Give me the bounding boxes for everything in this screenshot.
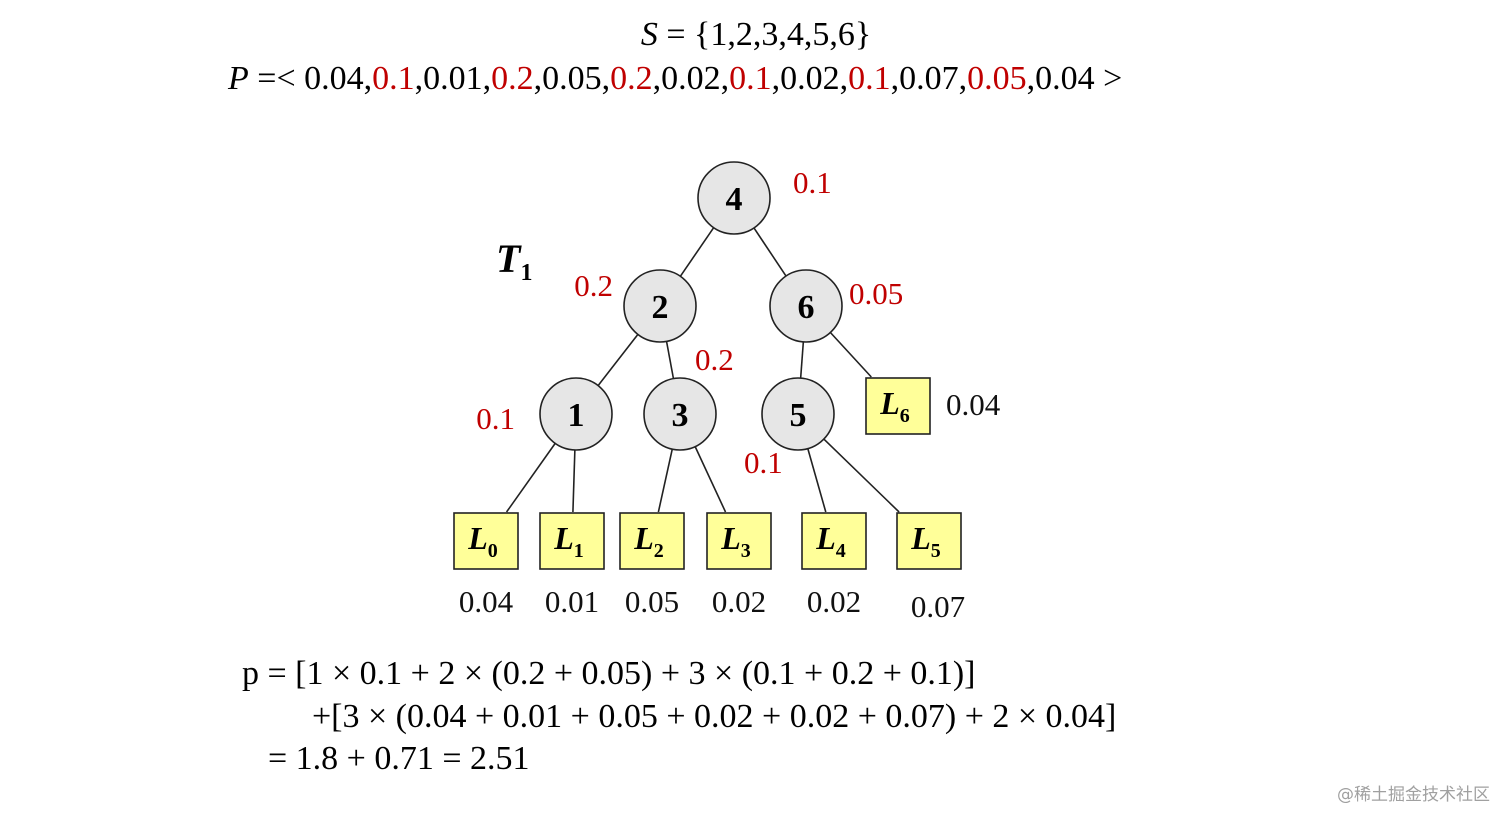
- leaf-1-box: [539, 512, 605, 570]
- node-2-prob: 0.2: [574, 268, 613, 303]
- watermark: @稀土掘金技术社区: [1337, 785, 1490, 805]
- leaf-6-box: [865, 377, 931, 435]
- leaf-4-prob: 0.02: [807, 584, 861, 619]
- tree-edge: [505, 442, 556, 513]
- prob-token: 0.05: [967, 60, 1027, 97]
- prob-token: 0.01: [423, 60, 483, 97]
- tree-edge: [694, 446, 727, 513]
- prob-comma: ,: [771, 60, 781, 97]
- node-5-label: 5: [790, 397, 807, 434]
- tree-edge: [823, 438, 900, 513]
- prob-token: 0.2: [610, 60, 653, 97]
- tree-edge: [665, 341, 675, 379]
- probability-sequence: P =< 0.04,0.1,0.01,0.2,0.05,0.2,0.02,0.1…: [228, 60, 1122, 98]
- formula-line-2: +[3 × (0.04 + 0.01 + 0.05 + 0.02 + 0.02 …: [312, 698, 1117, 735]
- tree-edge: [807, 448, 827, 513]
- tree-edge: [597, 333, 639, 387]
- leaf-0-prob: 0.04: [459, 584, 514, 619]
- leaf-1-prob: 0.01: [545, 584, 599, 619]
- prob-comma: ,: [720, 60, 730, 97]
- formula-line-1: p = [1 × 0.1 + 2 × (0.2 + 0.05) + 3 × (0…: [242, 655, 976, 692]
- prob-comma: ,: [533, 60, 543, 97]
- leaf-1-label: L1: [553, 520, 584, 562]
- node-6-prob: 0.05: [849, 276, 903, 311]
- node-3-label: 3: [672, 397, 689, 434]
- prob-comma: ,: [890, 60, 900, 97]
- node-6-label: 6: [798, 289, 815, 326]
- prob-token: 0.02: [661, 60, 721, 97]
- prob-token: 0.1: [729, 60, 772, 97]
- leaf-6-prob: 0.04: [946, 387, 1001, 422]
- node-2-circle: [623, 269, 697, 343]
- prob-token: 0.1: [848, 60, 891, 97]
- prob-token: 0.05: [542, 60, 602, 97]
- tree-edge: [572, 449, 576, 513]
- prob-variable: P: [228, 60, 249, 97]
- leaf-4-label: L4: [815, 520, 846, 562]
- node-4-circle: [697, 161, 771, 235]
- set-definition: S = {1,2,3,4,5,6}: [0, 16, 1512, 54]
- leaf-0-label: L0: [467, 520, 498, 562]
- node-3-circle: [643, 377, 717, 451]
- prob-token: 0.07: [899, 60, 959, 97]
- prob-comma: ,: [958, 60, 968, 97]
- node-3-prob: 0.2: [695, 342, 734, 377]
- leaf-6-label: L6: [879, 385, 910, 427]
- leaf-5-box: [896, 512, 962, 570]
- leaf-2-prob: 0.05: [625, 584, 679, 619]
- tree-edge: [799, 341, 805, 379]
- leaf-4-box: [801, 512, 867, 570]
- prob-comma: ,: [601, 60, 611, 97]
- formula-line-3: = 1.8 + 0.71 = 2.51: [268, 740, 530, 777]
- node-1-prob: 0.1: [476, 401, 515, 436]
- prob-token: 0.04: [1035, 60, 1095, 97]
- leaf-3-label: L3: [720, 520, 751, 562]
- node-2-label: 2: [652, 289, 669, 326]
- prob-open: =<: [248, 60, 305, 97]
- tree-title: T1: [496, 236, 532, 286]
- set-variable: S: [640, 16, 658, 53]
- prob-token: 0.1: [372, 60, 415, 97]
- leaf-3-prob: 0.02: [712, 584, 766, 619]
- prob-token: 0.2: [491, 60, 534, 97]
- node-1-label: 1: [568, 397, 585, 434]
- tree-nodes: 4 2 6 1 3 5L0 L1 L2 L3 L4 L5 L6: [453, 161, 962, 570]
- tree-edges: [505, 227, 900, 513]
- prob-comma: ,: [839, 60, 849, 97]
- leaf-2-label: L2: [633, 520, 664, 562]
- leaf-5-label: L5: [910, 520, 941, 562]
- leaf-5-prob: 0.07: [911, 589, 965, 624]
- prob-token: 0.02: [780, 60, 840, 97]
- prob-comma: ,: [1026, 60, 1036, 97]
- leaf-3-box: [706, 512, 772, 570]
- tree-probabilities: 0.1 0.2 0.05 0.1 0.2 0.1 0.04 0.01 0.05 0.02 0.02 0…: [459, 165, 1001, 624]
- prob-comma: ,: [482, 60, 492, 97]
- node-5-circle: [761, 377, 835, 451]
- prob-comma: ,: [414, 60, 424, 97]
- prob-close: >: [1094, 60, 1123, 97]
- tree-edge: [657, 448, 674, 513]
- node-5-prob: 0.1: [744, 445, 783, 480]
- prob-comma: ,: [652, 60, 662, 97]
- leaf-2-box: [619, 512, 685, 570]
- node-6-circle: [769, 269, 843, 343]
- prob-token: 0.04: [304, 60, 364, 97]
- tree-edge: [753, 227, 787, 277]
- tree-edge: [679, 227, 715, 277]
- prob-comma: ,: [363, 60, 373, 97]
- set-elements: = {1,2,3,4,5,6}: [657, 16, 872, 53]
- tree-edge: [829, 331, 872, 378]
- node-1-circle: [539, 377, 613, 451]
- leaf-0-box: [453, 512, 519, 570]
- node-4-label: 4: [726, 181, 743, 218]
- node-4-prob: 0.1: [793, 165, 832, 200]
- prob-token-list: 0.04,0.1,0.01,0.2,0.05,0.2,0.02,0.1,0.02…: [304, 60, 1095, 97]
